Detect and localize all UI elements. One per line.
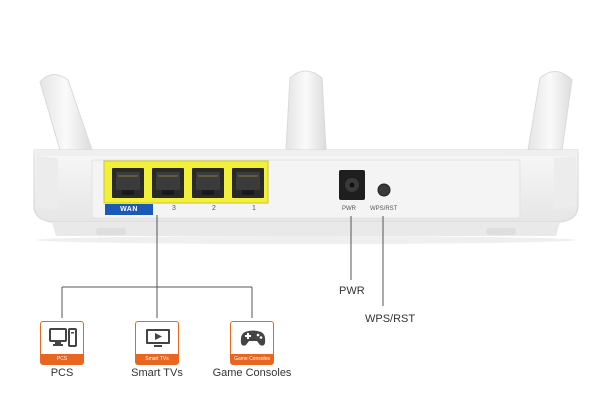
lan-port-label-3: 3 bbox=[172, 205, 176, 212]
tv-icon bbox=[146, 329, 170, 347]
wps-rst-callout: WPS/RST bbox=[365, 313, 416, 325]
device-tag: PCS bbox=[41, 354, 83, 364]
connector-lines bbox=[61, 215, 384, 318]
wps-reset-button bbox=[377, 183, 391, 197]
device-name-pcs: PCS bbox=[50, 367, 74, 379]
antenna-middle bbox=[285, 70, 327, 151]
port-lan-3 bbox=[152, 168, 184, 198]
lan-port-label-1: 1 bbox=[252, 205, 256, 212]
wps-port-label: WPS/RST bbox=[370, 206, 398, 212]
antenna-left bbox=[39, 74, 93, 151]
power-callout: PWR bbox=[339, 285, 365, 297]
power-port-label: PWR bbox=[342, 206, 356, 212]
lan-port-label-2: 2 bbox=[212, 205, 216, 212]
wan-port-label: WAN bbox=[105, 204, 153, 215]
pc-icon bbox=[49, 328, 77, 347]
antenna-right bbox=[527, 71, 573, 151]
device-name-game-consoles: Game Consoles bbox=[212, 367, 292, 379]
device-pcs: PCS bbox=[40, 321, 84, 365]
port-lan-1 bbox=[232, 168, 264, 198]
power-port bbox=[339, 170, 365, 200]
device-game-consoles: Game Consoles bbox=[230, 321, 274, 365]
device-tag: Smart TVs bbox=[136, 354, 178, 364]
port-lan-2 bbox=[192, 168, 224, 198]
device-name-smart-tvs: Smart TVs bbox=[131, 367, 183, 379]
port-wan bbox=[112, 168, 144, 198]
ethernet-port-block bbox=[103, 160, 269, 204]
device-tag: Game Consoles bbox=[231, 354, 273, 364]
gamepad-icon bbox=[240, 330, 266, 346]
device-smart-tvs: Smart TVs bbox=[135, 321, 179, 365]
